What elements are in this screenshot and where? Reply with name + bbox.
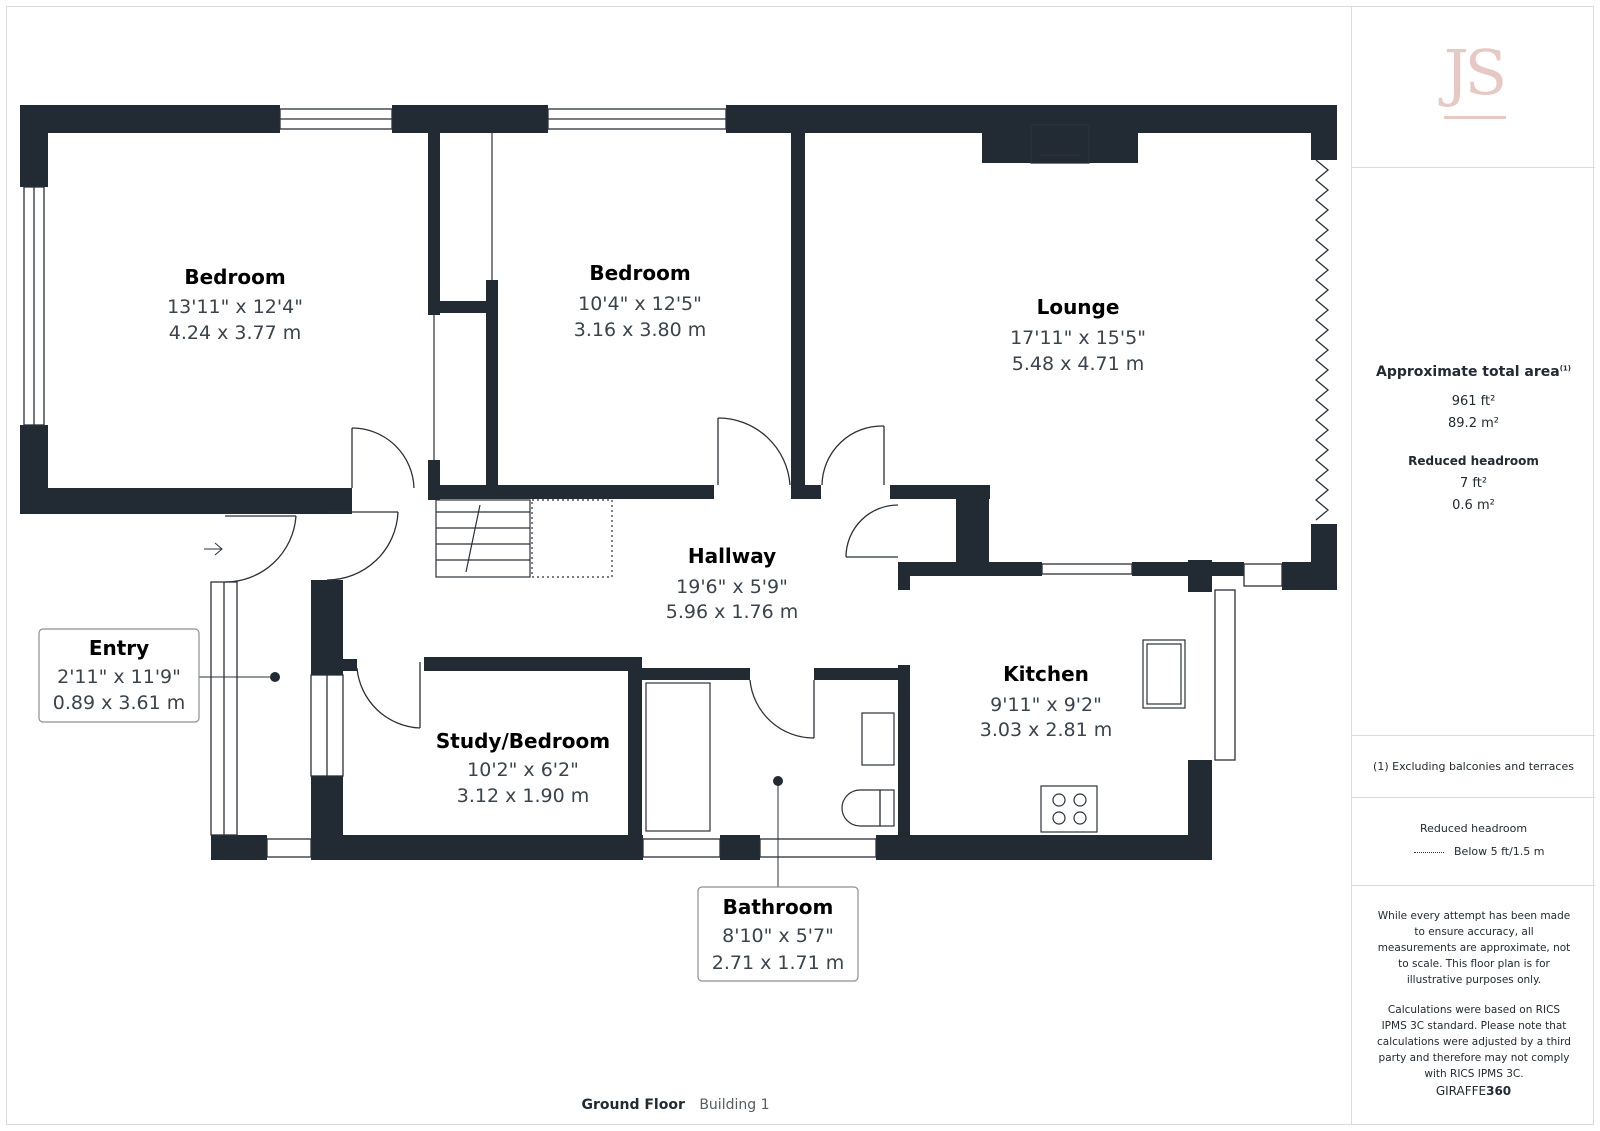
room-name: Kitchen: [1003, 662, 1089, 686]
room-name: Bathroom: [723, 895, 834, 919]
room-name: Entry: [89, 636, 149, 660]
room-study: Study/Bedroom 10'2" x 6'2" 3.12 x 1.90 m: [436, 729, 610, 807]
footnote-section: (1) Excluding balconies and terraces: [1352, 736, 1595, 798]
room-name: Bedroom: [184, 265, 285, 289]
bathroom-label-box: [697, 886, 859, 982]
room-lounge: Lounge 17'11" x 15'5" 5.48 x 4.71 m: [1010, 295, 1146, 375]
room-imperial: 19'6" x 5'9": [676, 576, 788, 598]
floor-caption: Ground Floor Building 1: [0, 1097, 1351, 1113]
room-imperial: 2'11" x 11'9": [57, 666, 181, 688]
area-title-text: Approximate total area: [1375, 364, 1560, 380]
logo-section: JS: [1352, 6, 1595, 168]
room-imperial: 13'11" x 12'4": [167, 296, 303, 318]
brand-logo: GIRAFFE360: [1352, 1084, 1595, 1098]
room-bathroom: Bathroom 8'10" x 5'7" 2.71 x 1.71 m: [712, 895, 844, 974]
floor-plan: Bedroom 13'11" x 12'4" 4.24 x 3.77 m Bed…: [20, 105, 1337, 982]
agency-logo: JS: [1443, 36, 1507, 109]
room-metric: 5.96 x 1.76 m: [666, 601, 798, 623]
legend-title: Reduced headroom: [1419, 822, 1528, 835]
room-name: Lounge: [1037, 295, 1120, 319]
disclaimer: While every attempt has been made to ens…: [1374, 908, 1574, 1082]
legend-dotted-line: [1414, 852, 1444, 853]
entry-label-box: [38, 628, 200, 723]
doors: [224, 417, 899, 739]
room-hallway: Hallway 19'6" x 5'9" 5.96 x 1.76 m: [666, 544, 798, 623]
headroom-m: 0.6 m²: [1452, 498, 1495, 513]
room-metric: 3.16 x 3.80 m: [574, 319, 706, 341]
area-footnote-mark: (1): [1559, 364, 1572, 373]
floor-name: Ground Floor: [581, 1097, 685, 1113]
disclaimer-calculation: Calculations were based on RICS IPMS 3C …: [1377, 1004, 1571, 1080]
area-footnote: (1) Excluding balconies and terraces: [1373, 760, 1574, 773]
bathroom-marker: [773, 776, 783, 786]
room-metric: 3.12 x 1.90 m: [457, 785, 589, 807]
room-bedroom-2: Bedroom 10'4" x 12'5" 3.16 x 3.80 m: [574, 261, 706, 341]
room-entry: Entry 2'11" x 11'9" 0.89 x 3.61 m: [53, 636, 185, 714]
brand-name: GIRAFFE: [1435, 1084, 1487, 1098]
entry-marker: [270, 672, 280, 682]
room-metric: 3.03 x 2.81 m: [980, 719, 1112, 741]
area-section: Approximate total area(1) 961 ft² 89.2 m…: [1352, 168, 1595, 736]
room-imperial: 10'2" x 6'2": [467, 759, 579, 781]
fixtures: [433, 133, 1186, 833]
room-kitchen: Kitchen 9'11" x 9'2" 3.03 x 2.81 m: [980, 662, 1112, 741]
room-imperial: 10'4" x 12'5": [578, 293, 702, 315]
building-name: Building 1: [699, 1097, 770, 1113]
room-metric: 2.71 x 1.71 m: [712, 952, 844, 974]
page-frame: [6, 6, 1594, 1125]
room-metric: 5.48 x 4.71 m: [1012, 353, 1144, 375]
brand-number: 360: [1486, 1084, 1512, 1098]
headroom-title: Reduced headroom: [1408, 454, 1539, 468]
windows: [23, 108, 1330, 858]
room-imperial: 9'11" x 9'2": [990, 694, 1102, 716]
room-bedroom-1: Bedroom 13'11" x 12'4" 4.24 x 3.77 m: [167, 265, 303, 344]
walls: [20, 105, 1337, 860]
room-imperial: 8'10" x 5'7": [722, 925, 834, 947]
room-name: Bedroom: [589, 261, 690, 285]
disclaimer-accuracy: While every attempt has been made to ens…: [1377, 910, 1571, 986]
legend-section: Reduced headroom Below 5 ft/1.5 m: [1352, 798, 1595, 886]
logo-underline: [1444, 116, 1506, 119]
room-metric: 4.24 x 3.77 m: [169, 322, 301, 344]
area-title: Approximate total area(1): [1352, 364, 1595, 380]
area-ft: 961 ft²: [1451, 394, 1496, 409]
legend-label: Below 5 ft/1.5 m: [1454, 845, 1545, 858]
room-imperial: 17'11" x 15'5": [1010, 327, 1146, 349]
reduced-headroom-area: [531, 499, 613, 578]
area-m: 89.2 m²: [1448, 416, 1499, 431]
room-metric: 0.89 x 3.61 m: [53, 692, 185, 714]
room-name: Study/Bedroom: [436, 729, 610, 753]
room-name: Hallway: [688, 544, 776, 568]
headroom-ft: 7 ft²: [1459, 476, 1488, 491]
leader-lines: [199, 542, 779, 887]
sidebar: JS Approximate total area(1) 961 ft² 89.…: [1351, 6, 1595, 1125]
